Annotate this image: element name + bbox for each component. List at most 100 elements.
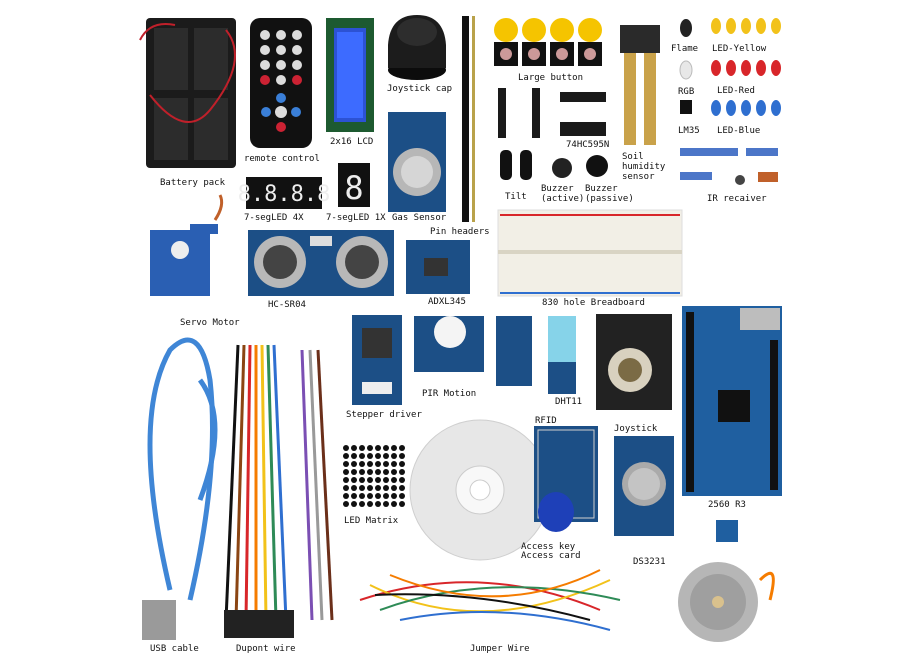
seven-seg-4x: 8.8.8.8 xyxy=(238,177,330,209)
matrix-dot xyxy=(399,485,405,491)
matrix-dot xyxy=(343,469,349,475)
matrix-dot xyxy=(367,501,373,507)
label-ds3231: DS3231 xyxy=(633,557,666,567)
matrix-dot xyxy=(391,477,397,483)
label-led-yellow: LED-Yellow xyxy=(712,44,767,54)
label-servo-motor: Servo Motor xyxy=(180,318,240,328)
matrix-dot xyxy=(359,453,365,459)
stepper-motor xyxy=(678,562,775,642)
label-buzzer-passive: Buzzer (passive) xyxy=(585,184,634,204)
label-rfid: RFID xyxy=(535,416,557,426)
label-pir-motion: PIR Motion xyxy=(422,389,477,399)
matrix-dot xyxy=(399,461,405,467)
servo-motor xyxy=(150,194,224,296)
seven-seg-1x: 8 xyxy=(338,163,370,207)
label-breadboard: 830 hole Breadboard xyxy=(542,298,645,308)
label-jumper-wire: Jumper Wire xyxy=(470,644,530,654)
matrix-dot xyxy=(391,501,397,507)
matrix-dot xyxy=(351,461,357,467)
matrix-dot xyxy=(359,461,365,467)
label-buzzer-active: Buzzer (active) xyxy=(541,184,585,204)
svg-text:8: 8 xyxy=(344,169,363,207)
matrix-dot xyxy=(383,485,389,491)
led-red-row xyxy=(711,60,781,76)
label-rgb: RGB xyxy=(678,87,695,97)
label-7seg-4x: 7-segLED 4X xyxy=(244,213,304,223)
matrix-dot xyxy=(343,477,349,483)
matrix-dot xyxy=(343,453,349,459)
matrix-dot xyxy=(391,493,397,499)
label-lm35: LM35 xyxy=(678,126,700,136)
matrix-dot xyxy=(391,445,397,451)
matrix-dot xyxy=(351,445,357,451)
label-dupont-wire: Dupont wire xyxy=(236,644,296,654)
matrix-dot xyxy=(367,485,373,491)
label-lcd: 2x16 LCD xyxy=(330,137,374,147)
matrix-dot xyxy=(375,469,381,475)
led-blue-row xyxy=(711,100,781,116)
matrix-dot xyxy=(351,485,357,491)
matrix-dot xyxy=(343,485,349,491)
matrix-dot xyxy=(375,485,381,491)
label-access-key: Access key xyxy=(521,542,576,552)
matrix-dot xyxy=(343,501,349,507)
ds3231-module xyxy=(614,436,674,536)
matrix-dot xyxy=(383,493,389,499)
gas-sensor xyxy=(388,112,446,212)
matrix-dot xyxy=(351,493,357,499)
stepper-driver xyxy=(352,315,402,405)
label-joystick: Joystick xyxy=(614,424,658,434)
resistors xyxy=(680,148,778,185)
matrix-dot xyxy=(375,493,381,499)
matrix-dot xyxy=(351,469,357,475)
matrix-dot xyxy=(383,461,389,467)
label-stepper-driver: Stepper driver xyxy=(346,410,422,420)
label-large-button: Large button xyxy=(518,73,584,83)
label-adxl345: ADXL345 xyxy=(428,297,466,307)
matrix-dot xyxy=(367,469,373,475)
label-74hc595n: 74HC595N xyxy=(566,140,610,150)
label-ir-receiver: IR recaiver xyxy=(707,194,767,204)
matrix-dot xyxy=(359,477,365,483)
matrix-dot xyxy=(375,501,381,507)
remote-control xyxy=(250,18,312,148)
label-pin-headers: Pin headers xyxy=(430,227,490,237)
matrix-dot xyxy=(351,477,357,483)
adxl345-module xyxy=(406,240,470,294)
soil-humidity-sensor xyxy=(620,25,660,145)
jumper-wires xyxy=(359,569,621,631)
label-7seg-1x: 7-segLED 1X xyxy=(326,213,386,223)
matrix-dot xyxy=(375,461,381,467)
label-dht11: DHT11 xyxy=(555,397,583,407)
cd-disc xyxy=(409,419,551,561)
joystick-cap xyxy=(388,15,446,80)
matrix-dot xyxy=(391,469,397,475)
pin-headers xyxy=(462,16,475,222)
matrix-dot xyxy=(343,445,349,451)
label-led-matrix: LED Matrix xyxy=(344,516,399,526)
matrix-dot xyxy=(367,493,373,499)
matrix-dot xyxy=(391,453,397,459)
matrix-dot xyxy=(383,477,389,483)
matrix-dot xyxy=(375,445,381,451)
matrix-dot xyxy=(383,501,389,507)
matrix-dot xyxy=(367,461,373,467)
label-joystick-cap: Joystick cap xyxy=(387,84,453,94)
matrix-dot xyxy=(399,493,405,499)
led-yellow-row xyxy=(711,18,781,34)
led-matrix xyxy=(338,440,405,507)
matrix-dot xyxy=(351,453,357,459)
label-tilt: Tilt xyxy=(505,192,527,202)
label-usb-cable: USB cable xyxy=(150,644,199,654)
matrix-dot xyxy=(399,477,405,483)
label-remote-control: remote control xyxy=(244,154,320,164)
ic-chips xyxy=(498,88,608,180)
matrix-dot xyxy=(375,477,381,483)
matrix-dot xyxy=(383,453,389,459)
pir-motion-sensor xyxy=(414,316,484,372)
label-flame: Flame xyxy=(671,44,699,54)
matrix-dot xyxy=(399,469,405,475)
breadboard xyxy=(497,209,683,297)
